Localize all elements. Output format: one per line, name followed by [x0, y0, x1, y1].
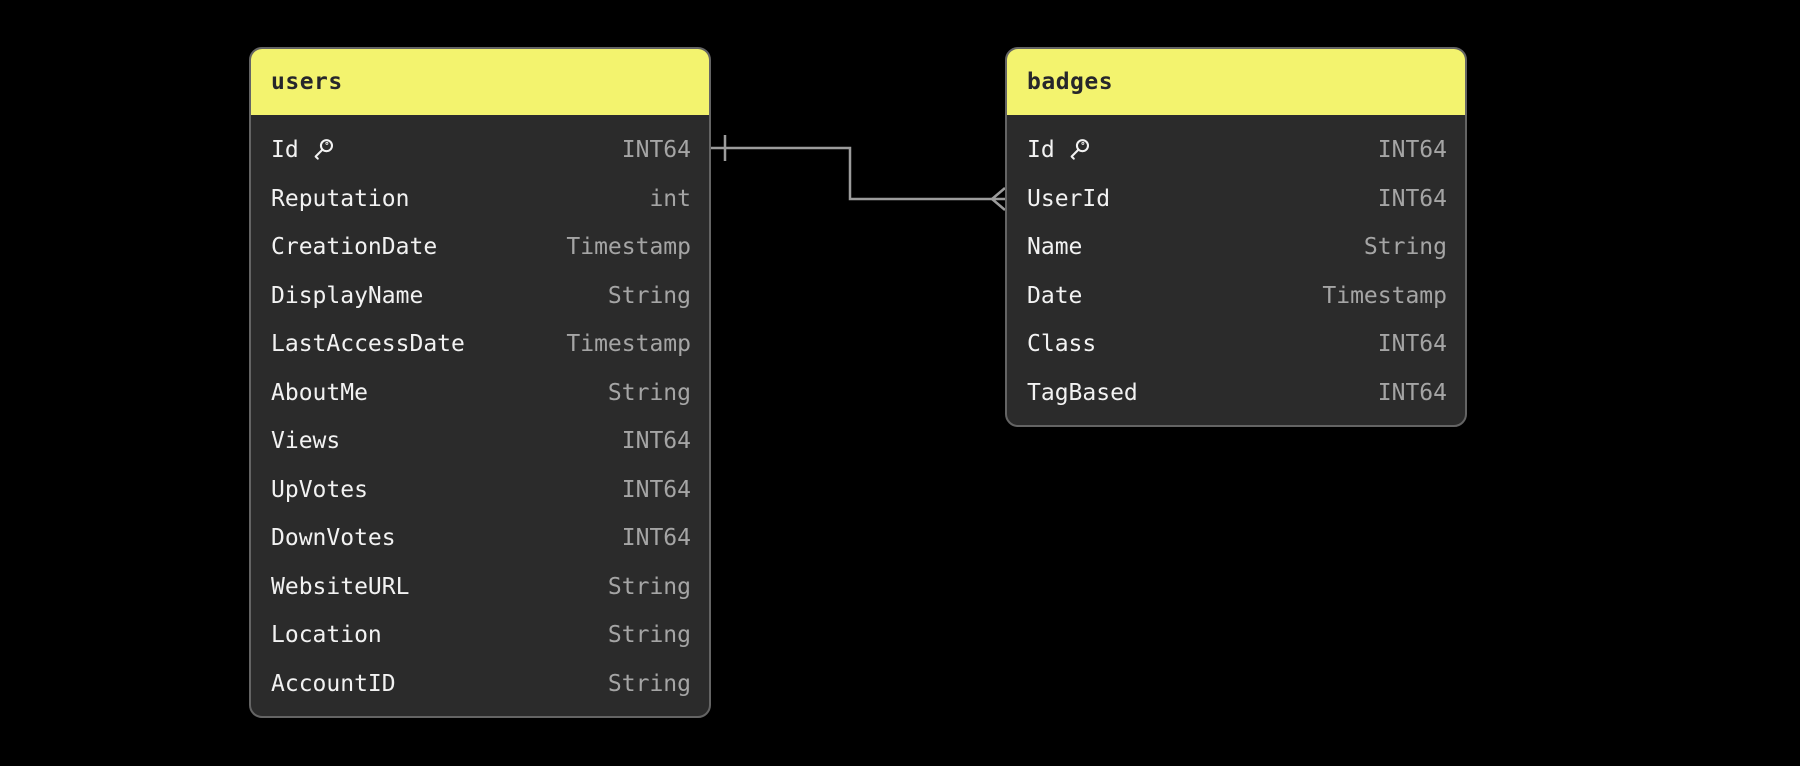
table-users-header[interactable]: users [251, 49, 709, 115]
table-title: badges [1027, 69, 1114, 95]
field-name: DisplayName [271, 282, 424, 309]
field-name-wrap: Id [271, 137, 336, 163]
key-icon [314, 139, 333, 160]
field-type: INT64 [1377, 185, 1447, 212]
field-name: Date [1027, 282, 1083, 309]
field-type: Timestamp [566, 234, 691, 261]
field-name-wrap: Views [271, 428, 340, 454]
field-type: INT64 [1377, 331, 1447, 358]
field-name: WebsiteURL [271, 573, 410, 600]
field-name-wrap: AccountID [271, 671, 396, 697]
field-type: INT64 [1377, 137, 1447, 164]
cardinality-many-marker [990, 187, 1006, 211]
field-name-wrap: WebsiteURL [271, 574, 409, 600]
field-name: Name [1027, 234, 1083, 261]
field-name: Id [271, 137, 299, 164]
field-name-wrap: Class [1027, 331, 1096, 357]
field-name: DownVotes [271, 525, 396, 552]
key-icon [1070, 139, 1089, 160]
field-row[interactable]: Location String [251, 611, 709, 660]
field-name: TagBased [1027, 379, 1138, 406]
field-row[interactable]: AboutMe String [251, 369, 709, 418]
field-type: Timestamp [566, 331, 691, 358]
field-row[interactable]: LastAccessDate Timestamp [251, 320, 709, 369]
table-users[interactable]: users Id INT64 Reputation int CreationDa [249, 47, 711, 718]
table-badges-fields: Id INT64 UserId INT64 Name [1007, 115, 1465, 425]
field-name: AccountID [271, 670, 396, 697]
field-type: int [649, 185, 691, 212]
field-type: INT64 [621, 428, 691, 455]
field-type: Timestamp [1322, 282, 1447, 309]
field-name-wrap: LastAccessDate [271, 331, 465, 357]
field-type: String [1363, 234, 1447, 261]
field-type: String [607, 379, 691, 406]
field-type: String [607, 573, 691, 600]
field-type: String [607, 622, 691, 649]
field-row[interactable]: WebsiteURL String [251, 563, 709, 612]
field-name: AboutMe [271, 379, 368, 406]
table-users-fields: Id INT64 Reputation int CreationDate [251, 115, 709, 716]
field-name-wrap: Name [1027, 234, 1082, 260]
field-row[interactable]: AccountID String [251, 660, 709, 709]
field-row[interactable]: DisplayName String [251, 272, 709, 321]
table-badges[interactable]: badges Id INT64 UserId INT64 Name [1005, 47, 1467, 427]
field-name-wrap: TagBased [1027, 380, 1138, 406]
field-name-wrap: CreationDate [271, 234, 437, 260]
table-badges-header[interactable]: badges [1007, 49, 1465, 115]
field-row[interactable]: Views INT64 [251, 417, 709, 466]
field-row[interactable]: Date Timestamp [1007, 272, 1465, 321]
field-name: UpVotes [271, 476, 368, 503]
field-name-wrap: Date [1027, 283, 1082, 309]
field-name-wrap: DisplayName [271, 283, 423, 309]
field-row[interactable]: Reputation int [251, 175, 709, 224]
field-type: INT64 [621, 137, 691, 164]
field-row[interactable]: UserId INT64 [1007, 175, 1465, 224]
field-name-wrap: UpVotes [271, 477, 368, 503]
field-name-wrap: UserId [1027, 186, 1110, 212]
field-name: CreationDate [271, 234, 438, 261]
field-row[interactable]: UpVotes INT64 [251, 466, 709, 515]
field-name: LastAccessDate [271, 331, 465, 358]
field-name: Reputation [271, 185, 410, 212]
field-type: String [607, 670, 691, 697]
field-row[interactable]: Id INT64 [251, 126, 709, 175]
field-name: Views [271, 428, 341, 455]
field-type: String [607, 282, 691, 309]
field-name: Class [1027, 331, 1097, 358]
field-row[interactable]: CreationDate Timestamp [251, 223, 709, 272]
field-name-wrap: Reputation [271, 186, 409, 212]
relationship-line[interactable] [711, 146, 992, 201]
field-type: INT64 [1377, 379, 1447, 406]
field-name: UserId [1027, 185, 1111, 212]
table-title: users [271, 69, 343, 95]
field-row[interactable]: TagBased INT64 [1007, 369, 1465, 418]
field-name-wrap: AboutMe [271, 380, 368, 406]
field-row[interactable]: Class INT64 [1007, 320, 1465, 369]
field-type: INT64 [621, 525, 691, 552]
field-row[interactable]: Id INT64 [1007, 126, 1465, 175]
field-name-wrap: Id [1027, 137, 1092, 163]
field-name-wrap: DownVotes [271, 525, 396, 551]
field-name: Id [1027, 137, 1055, 164]
field-name-wrap: Location [271, 622, 382, 648]
field-name: Location [271, 622, 382, 649]
field-row[interactable]: Name String [1007, 223, 1465, 272]
field-type: INT64 [621, 476, 691, 503]
field-row[interactable]: DownVotes INT64 [251, 514, 709, 563]
